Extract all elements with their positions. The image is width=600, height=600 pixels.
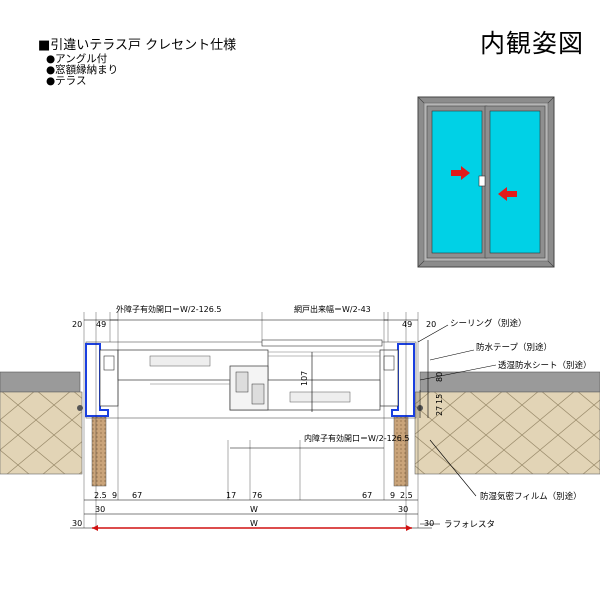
sealing-callout: シーリング（別途） — [450, 318, 527, 329]
dim-bottom-17: 17 — [226, 491, 236, 500]
dim-top-right-49: 49 — [402, 320, 412, 329]
dim-bottom-67-right: 67 — [362, 491, 372, 500]
dim-height-80: 80 — [435, 372, 444, 382]
left-casing — [91, 415, 107, 487]
dim-edge-right-30: 30 — [424, 519, 434, 528]
dim-top-left-20: 20 — [72, 320, 82, 329]
dim-bottom-9-right: 9 — [390, 491, 395, 500]
spec-angle: ●アングル付 — [46, 53, 108, 65]
section-drawing — [0, 312, 600, 528]
left-glass — [431, 110, 483, 254]
dim-edge-left-30: 30 — [72, 519, 82, 528]
left-frame-profile — [85, 343, 109, 417]
vapor-film-callout: 防湿気密フィルム（別途） — [480, 491, 582, 502]
spec-frame-finish: ●窓額縁納まり — [46, 64, 119, 76]
left-wall-insulation — [0, 391, 83, 475]
lath-callout: ラフォレスタ — [444, 520, 495, 530]
dim-row-30-left: 30 — [95, 505, 105, 514]
arrow-right-icon — [451, 166, 470, 180]
outer-opening-label: 外障子有効開口＝W/2-126.5 — [116, 304, 221, 314]
dim-height-27: 27 — [435, 406, 444, 416]
dim-top-right-20: 20 — [426, 320, 436, 329]
spec-terrace: ●テラス — [46, 75, 87, 87]
right-glass — [489, 110, 541, 254]
arrow-left-icon — [498, 187, 517, 201]
insect-screen — [261, 339, 383, 347]
crescent-lock — [478, 175, 486, 187]
right-frame-profile — [391, 343, 415, 417]
dim-bottom-2-5: 2.5 — [94, 491, 107, 500]
breathable-sheet-callout: 透湿防水シート（別途） — [498, 360, 592, 371]
dim-bottom-76: 76 — [252, 491, 262, 500]
dim-height-107: 107 — [300, 371, 309, 386]
leader-lines — [417, 324, 497, 525]
dim-bottom-2-5-right: 2.5 — [400, 491, 413, 500]
screen-width-label: 網戸出来幅＝W/2-43 — [294, 304, 371, 314]
window-elevation — [417, 96, 555, 268]
product-title: ■引違いテラス戸 クレセント仕様 — [38, 38, 237, 53]
waterproof-tape-callout: 防水テープ（別途） — [476, 342, 552, 353]
dim-top-left-49: 49 — [96, 320, 106, 329]
dim-bottom-67-left: 67 — [132, 491, 142, 500]
dim-row-30-right: 30 — [398, 505, 408, 514]
dim-w-outer: W — [250, 519, 258, 528]
interior-view-title: 内観姿図 — [479, 29, 584, 58]
inner-opening-label: 内障子有効開口＝W/2-126.5 — [304, 433, 409, 443]
right-wall-insulation — [414, 391, 600, 475]
dim-w-inner: W — [250, 505, 258, 514]
dim-height-15: 15 — [435, 394, 444, 404]
dim-bottom-9: 9 — [112, 491, 117, 500]
